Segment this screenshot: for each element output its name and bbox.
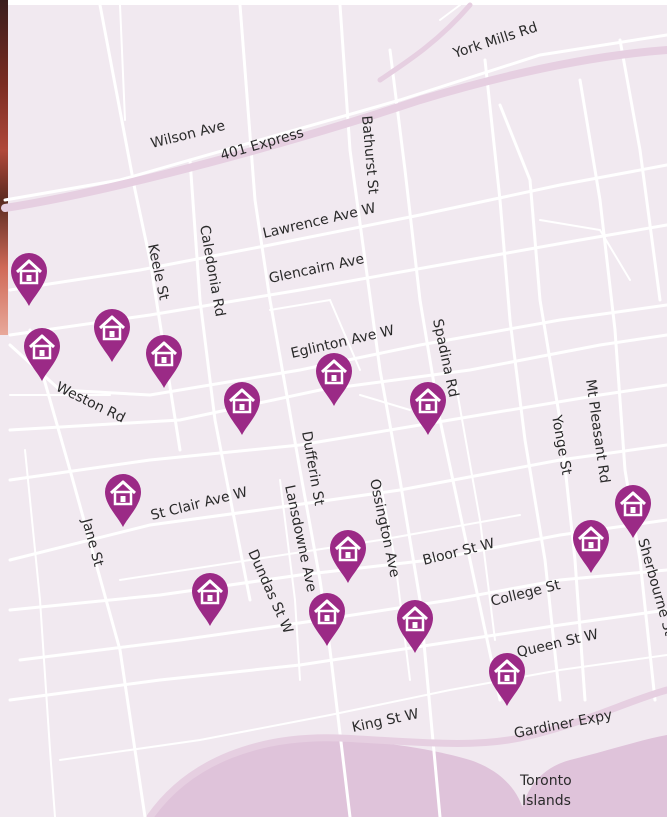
label-sherbourne: Sherbourne St (634, 537, 667, 638)
label-islands: Islands (522, 793, 571, 809)
house-marker[interactable] (105, 474, 141, 527)
house-marker[interactable] (397, 600, 433, 653)
label-401-express: 401 Express (219, 125, 306, 164)
house-icon (493, 659, 521, 685)
house-icon (109, 480, 137, 506)
house-icon (228, 388, 256, 414)
house-markers (11, 253, 651, 706)
label-keele: Keele St (144, 243, 172, 303)
label-dundas: Dundas St W (244, 547, 295, 636)
house-marker[interactable] (309, 593, 345, 646)
label-king: King St W (351, 706, 421, 736)
house-marker[interactable] (330, 530, 366, 583)
house-marker[interactable] (192, 573, 228, 626)
label-college: College St (489, 577, 562, 610)
house-marker[interactable] (224, 382, 260, 435)
house-marker[interactable] (573, 520, 609, 573)
house-icon (334, 536, 362, 562)
house-icon (28, 334, 56, 360)
label-weston: Weston Rd (53, 379, 127, 426)
house-marker[interactable] (410, 382, 446, 435)
label-toronto: Toronto (519, 773, 572, 789)
house-icon (150, 341, 178, 367)
photo-edge (0, 0, 8, 335)
house-icon (320, 359, 348, 385)
house-icon (401, 606, 429, 632)
label-gardiner: Gardiner Expy (513, 707, 614, 742)
label-ossington: Ossington Ave (366, 478, 403, 579)
water (150, 735, 667, 817)
house-marker[interactable] (24, 328, 60, 381)
house-icon (619, 491, 647, 517)
house-icon (15, 259, 43, 285)
label-yonge: Yonge St (548, 413, 575, 477)
house-icon (196, 579, 224, 605)
label-bathurst: Bathurst St (358, 115, 381, 195)
house-marker[interactable] (489, 653, 525, 706)
street-labels: York Mills Rd Wilson Ave 401 Express Bat… (53, 19, 667, 809)
house-marker[interactable] (316, 353, 352, 406)
house-marker[interactable] (94, 309, 130, 362)
house-marker[interactable] (11, 253, 47, 306)
house-icon (98, 315, 126, 341)
house-marker[interactable] (615, 485, 651, 538)
top-strip (0, 0, 667, 5)
house-icon (313, 599, 341, 625)
label-york-mills: York Mills Rd (450, 19, 539, 62)
house-icon (414, 388, 442, 414)
house-icon (577, 526, 605, 552)
house-marker[interactable] (146, 335, 182, 388)
label-wilson: Wilson Ave (149, 118, 227, 152)
roads (3, 3, 667, 817)
label-queen: Queen St W (515, 627, 600, 661)
